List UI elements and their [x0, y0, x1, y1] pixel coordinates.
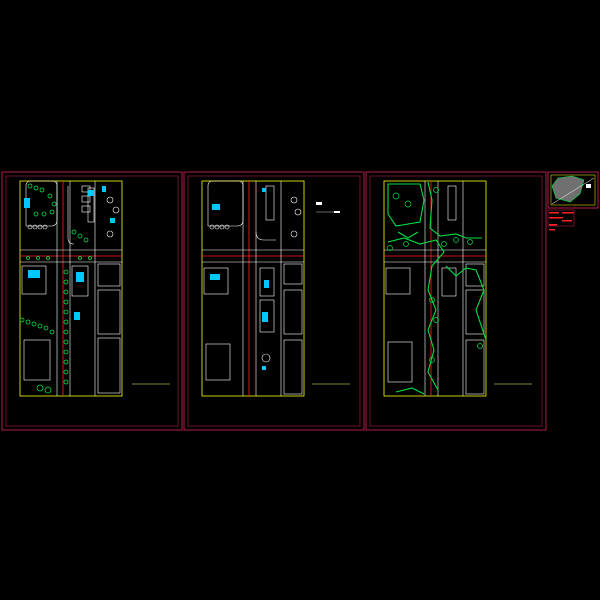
sheet-frames — [1, 171, 547, 431]
sheet-2-feature-circles — [209, 196, 302, 363]
sheet-3-plan — [383, 180, 532, 397]
sheet-1-roads — [20, 180, 122, 396]
sheet-1-plan — [19, 180, 170, 397]
inner-border-2 — [187, 175, 361, 427]
key-plan-note-box — [547, 209, 575, 227]
key-plan — [547, 171, 599, 231]
sheet-1-buildings — [21, 185, 121, 394]
frame-sheet-3 — [365, 171, 547, 431]
inner-border-3 — [369, 175, 543, 427]
frame-sheet-2 — [183, 171, 365, 431]
sheet-3-tree-symbols — [387, 187, 483, 363]
sheet-3-buildings — [385, 185, 485, 395]
sheet-1-building-fills — [24, 186, 115, 320]
frame-sheet-1 — [1, 171, 183, 431]
sheet-2-building-fills — [210, 188, 269, 370]
key-plan-site-shape — [551, 175, 585, 203]
sheet-1-site-outline — [19, 180, 123, 397]
sheet-1-planting — [19, 183, 92, 394]
sheet-3-greening — [387, 181, 487, 395]
sheet-2-legend — [316, 202, 340, 213]
key-plan-notes — [549, 212, 574, 231]
sheet-2-roads — [202, 180, 304, 396]
key-plan-frame — [547, 171, 599, 209]
key-plan-road — [551, 177, 595, 205]
sheet-2-buildings — [203, 185, 303, 395]
sheet-2-site-outline — [201, 180, 305, 397]
sheet-3-roads — [384, 181, 486, 396]
key-plan-inner — [550, 174, 596, 206]
sheet-2-plan — [201, 180, 350, 397]
sheet-1-feature-circles — [27, 196, 120, 238]
inner-border-1 — [5, 175, 179, 427]
sheet-3-site-outline — [383, 180, 487, 397]
key-plan-marker — [586, 184, 591, 188]
